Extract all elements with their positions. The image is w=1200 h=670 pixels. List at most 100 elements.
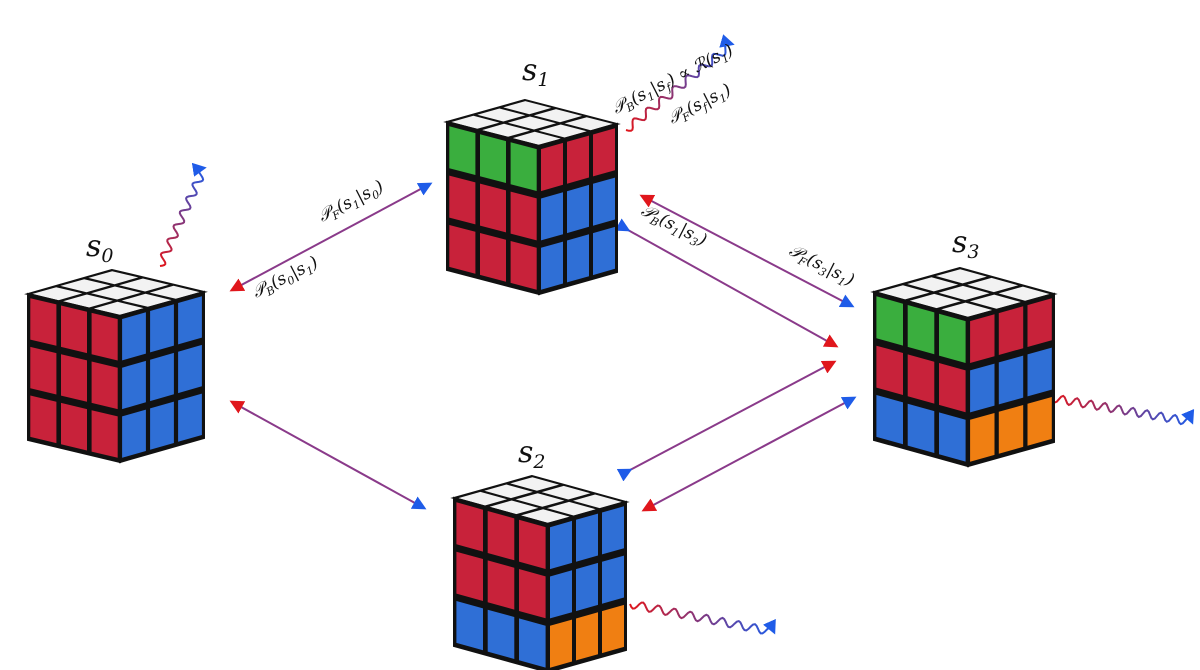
state-label-s1: s1: [522, 53, 550, 91]
termination-squiggles: [159, 34, 1195, 635]
s2-right-sticker: [576, 562, 598, 612]
s3-top-sticker: [969, 294, 1021, 309]
label-pf-s1-given-s0: 𝒫F(s1|s0): [315, 177, 388, 229]
s0-right-sticker: [150, 352, 174, 402]
s1-right-sticker: [593, 226, 615, 276]
s0-right-sticker: [178, 344, 202, 394]
s3-top-sticker: [967, 277, 1019, 293]
s3-left-sticker: [939, 412, 966, 462]
arrow-s2-s3-b: [641, 396, 857, 512]
s2-top-sticker: [541, 485, 591, 500]
s1-right-sticker: [541, 192, 563, 241]
s0-right-sticker: [122, 360, 146, 410]
s1-right-sticker: [567, 234, 589, 283]
s0-right-sticker: [122, 409, 146, 458]
s0-left-sticker: [91, 312, 118, 361]
s2-left-sticker: [456, 601, 483, 651]
s3-left-sticker: [876, 296, 903, 346]
s3-left-sticker: [876, 395, 903, 445]
s0-top-sticker: [32, 287, 83, 301]
s2-left-sticker: [519, 519, 546, 569]
s3-left-sticker: [939, 363, 966, 413]
s2-right-sticker: [550, 619, 572, 668]
s3-right-sticker: [1027, 347, 1052, 397]
s3-right-sticker: [970, 314, 995, 363]
s3-left-sticker: [907, 305, 935, 355]
cube-s2: [450, 474, 630, 670]
s1-left-sticker: [480, 183, 506, 233]
s2-right-sticker: [550, 570, 572, 619]
s2-right-sticker: [576, 612, 598, 661]
squiggle-s2: [629, 601, 776, 635]
s2-right-sticker: [602, 604, 624, 654]
s1-left-sticker: [510, 142, 537, 191]
s0-top-sticker: [91, 286, 141, 300]
s0-left-sticker: [91, 361, 118, 410]
s0-top-sticker: [93, 301, 144, 315]
s2-right-sticker: [602, 555, 624, 604]
s2-top-sticker: [573, 494, 622, 509]
s3-left-sticker: [907, 403, 935, 453]
cube-s3: [870, 266, 1058, 468]
s2-left-sticker: [456, 551, 483, 601]
s1-top-sticker: [481, 123, 531, 137]
s2-left-sticker: [487, 560, 515, 610]
s0-left-sticker: [61, 305, 87, 354]
s0-right-sticker: [178, 296, 202, 345]
s2-top-sticker: [458, 491, 507, 506]
arrow-s1-s3-b: [614, 218, 839, 348]
s1-left-sticker: [449, 225, 476, 274]
s2-right-sticker: [550, 520, 572, 570]
s1-top-sticker: [507, 116, 557, 130]
s1-right-sticker: [567, 135, 589, 184]
s3-left-sticker: [907, 354, 935, 404]
s2-left-sticker: [487, 609, 515, 659]
cube-s0: [24, 268, 208, 464]
s2-top-sticker: [547, 501, 596, 516]
s0-left-sticker: [61, 354, 87, 402]
label-pb-s1-given-sf-reward: 𝒫B(s1|sf) ∝ ℛ(s1): [609, 40, 737, 120]
s0-top-sticker: [119, 278, 169, 292]
s3-top-sticker: [938, 285, 990, 301]
s3-right-sticker: [998, 306, 1024, 355]
s1-left-sticker: [510, 241, 537, 290]
s3-right-sticker: [970, 413, 995, 462]
state-label-s3: s3: [952, 225, 980, 263]
s1-top-sticker: [477, 108, 526, 122]
s1-right-sticker: [593, 177, 615, 226]
s2-left-sticker: [487, 511, 515, 561]
s0-top-sticker: [121, 293, 172, 307]
s1-top-sticker: [538, 124, 587, 138]
s0-top-sticker: [88, 271, 139, 285]
s3-top-sticker: [907, 277, 959, 292]
arrow-s2-s3-a: [616, 360, 837, 482]
s2-top-sticker: [521, 509, 570, 523]
arrow-s1-s3-a: [639, 194, 855, 308]
s2-left-sticker: [519, 618, 546, 668]
s1-left-sticker: [480, 233, 506, 282]
s1-left-sticker: [510, 191, 537, 241]
squiggle-s0: [159, 162, 207, 267]
s3-top-sticker: [998, 286, 1050, 301]
s3-right-sticker: [998, 355, 1024, 405]
s0-left-sticker: [91, 410, 118, 458]
cube-s1: [443, 98, 621, 296]
s1-top-sticker: [512, 131, 561, 145]
s2-top-sticker: [489, 500, 539, 515]
state-label-s0: s0: [86, 229, 114, 267]
transitions: [229, 182, 857, 512]
s1-top-sticker: [564, 117, 613, 131]
s0-top-sticker: [149, 285, 200, 299]
s1-right-sticker: [541, 241, 563, 290]
s0-right-sticker: [150, 401, 174, 450]
s3-right-sticker: [1027, 397, 1052, 446]
s3-right-sticker: [970, 363, 995, 413]
state-label-s2: s2: [518, 435, 546, 473]
s3-right-sticker: [998, 405, 1024, 454]
s0-left-sticker: [30, 298, 57, 346]
s0-left-sticker: [30, 395, 57, 444]
squiggle-s1: [625, 34, 735, 132]
s1-left-sticker: [449, 126, 476, 175]
s3-top-sticker: [941, 302, 993, 317]
